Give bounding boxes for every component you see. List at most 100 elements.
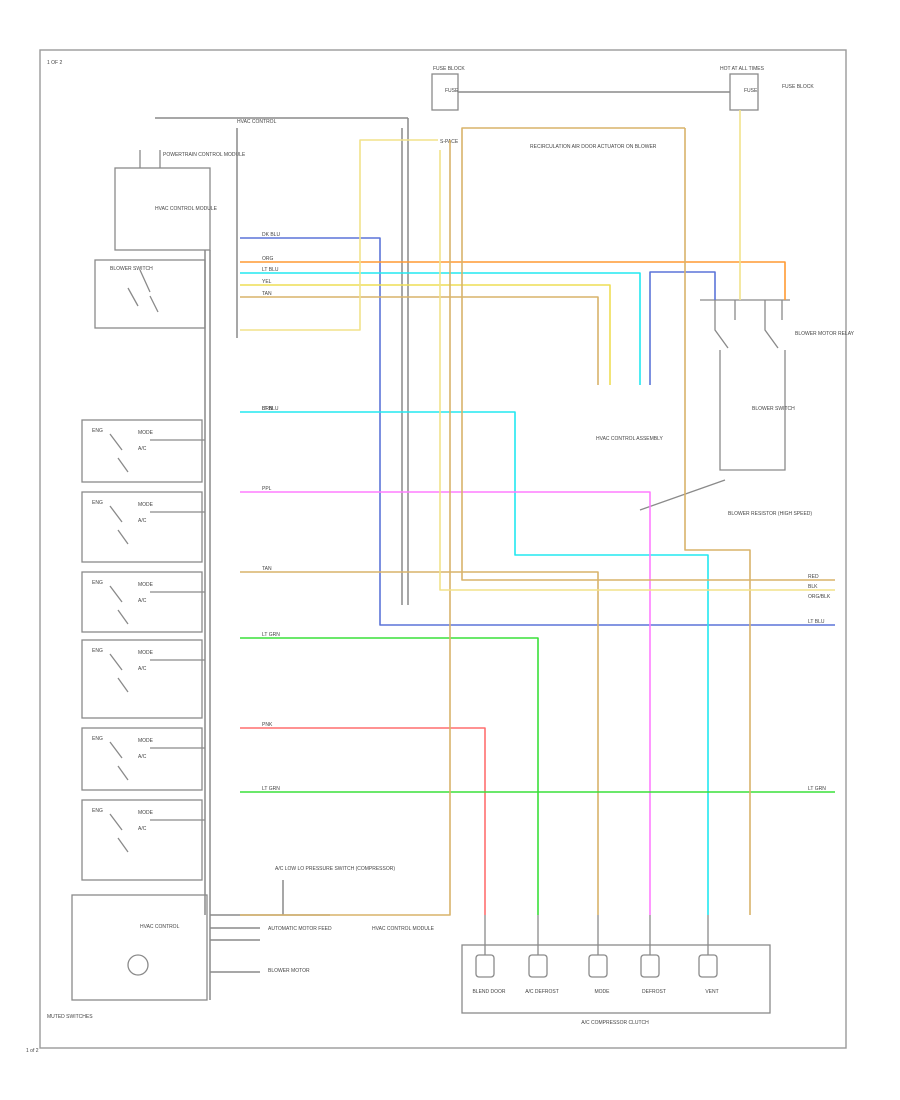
wire-yel [240,284,611,385]
svg-text:HVAC CONTROL: HVAC CONTROL [140,924,180,930]
wire-lt-grn-1 [240,637,539,915]
exit-label: RED [808,574,819,580]
wire-ltyellow-2 [439,150,835,591]
svg-text:POWERTRAIN CONTROL MODULE: POWERTRAIN CONTROL MODULE [163,152,246,158]
svg-text:FUSE BLOCK: FUSE BLOCK [782,84,814,90]
fuse-block-left: FUSE BLOCK FUSE [431,66,465,111]
bottom-note-2: HVAC CONTROL MODULE [372,926,435,932]
header-label: 1 OF 2 [47,60,63,66]
blower-relay: BLOWER MOTOR RELAY BLOWER SWITCH BLOWER … [700,299,855,517]
svg-text:ENG: ENG [92,808,103,814]
wire-tag: LT GRN [262,632,280,638]
svg-text:MODE: MODE [138,430,154,436]
actuator-2: A/C DEFROST [525,915,559,995]
blower-switch-box: BLOWER SWITCH [94,259,206,329]
diagram-frame [39,49,847,1049]
footer-label: MUTED SWITCHES [47,1014,93,1020]
svg-text:A/C COMPRESSOR CLUTCH: A/C COMPRESSOR CLUTCH [581,1020,649,1026]
bottom-note-3: BLOWER MOTOR [268,968,310,974]
wire-tan-2 [240,571,599,915]
svg-text:MODE: MODE [595,989,611,995]
wire-tag: BRN [262,406,273,412]
svg-text:FUSE BLOCK: FUSE BLOCK [433,66,465,72]
wire-tan-4 [461,127,835,581]
bottom-note-1: AUTOMATIC MOTOR FEED [268,926,332,932]
svg-text:BLOWER SWITCH: BLOWER SWITCH [752,406,795,412]
wire-tag: LT GRN [262,786,280,792]
wire-tag: YEL [262,279,272,285]
actuator-label-top: RECIRCULATION AIR DOOR ACTUATOR ON BLOWE… [530,144,657,150]
wire-tan-3 [240,140,451,916]
svg-text:ENG: ENG [92,648,103,654]
hvac-control-bottom: HVAC CONTROL [71,894,208,1001]
exit-label: LT GRN [808,786,826,792]
left-switch-4: ENG MODE A/C [81,639,205,719]
left-switch-5: ENG MODE A/C [81,727,205,791]
left-vertical-bus [204,250,211,1000]
svg-text:BLOWER SWITCH: BLOWER SWITCH [110,266,153,272]
wire-lt-blu-1 [240,272,641,385]
svg-text:DEFROST: DEFROST [642,989,666,995]
svg-text:MODE: MODE [138,738,154,744]
wire-tag: PNK [262,722,273,728]
lr-control-label: A/C LOW LO PRESSURE SWITCH (COMPRESSOR) [275,866,395,872]
wire-org [240,261,786,300]
wire-dk-blu [240,237,835,626]
left-switch-1: ENG MODE A/C [81,419,205,483]
wire-tag: LT BLU [262,406,279,412]
svg-text:ENG: ENG [92,736,103,742]
exit-label: LT BLU [808,619,825,625]
actuator-3: MODE [588,915,611,995]
wire-tag: TAN [262,566,272,572]
fuse-block-right: HOT AT ALL TIMES FUSE FUSE BLOCK [720,66,814,111]
svg-text:A/C: A/C [138,666,147,672]
wire-lt-blu-2 [240,411,709,915]
svg-text:ENG: ENG [92,500,103,506]
svg-text:BLOWER RESISTOR (HIGH SPEED): BLOWER RESISTOR (HIGH SPEED) [728,511,812,517]
svg-text:BLEND DOOR: BLEND DOOR [472,989,505,995]
svg-text:FUSE: FUSE [445,88,459,94]
wire-pnk [240,727,486,915]
wire-tag: PPL [262,486,272,492]
powertrain-control-module: POWERTRAIN CONTROL MODULE HVAC CONTROL M… [114,150,246,251]
svg-text:BLOWER MOTOR RELAY: BLOWER MOTOR RELAY [795,331,855,337]
exit-label: BLK [808,584,818,590]
wire-tag: ORG [262,256,274,262]
actuator-4: DEFROST [640,915,666,995]
svg-text:HOT AT ALL TIMES: HOT AT ALL TIMES [720,66,765,72]
wire-tan-1 [240,296,599,385]
svg-text:ENG: ENG [92,428,103,434]
svg-text:A/C: A/C [138,754,147,760]
svg-text:A/C DEFROST: A/C DEFROST [525,989,559,995]
svg-text:A/C: A/C [138,518,147,524]
wire-tag: LT BLU [262,267,279,273]
svg-text:MODE: MODE [138,650,154,656]
svg-text:A/C: A/C [138,598,147,604]
svg-text:A/C: A/C [138,826,147,832]
wire-ppl [240,491,651,915]
control-vertical-bus [236,118,409,605]
svg-text:A/C: A/C [138,446,147,452]
center-leader-line [639,479,726,511]
svg-text:HVAC CONTROL MODULE: HVAC CONTROL MODULE [155,206,218,212]
center-note: HVAC CONTROL ASSEMBLY [596,436,664,442]
svg-text:MODE: MODE [138,582,154,588]
svg-text:VENT: VENT [705,989,718,995]
wire-tag: TAN [262,291,272,297]
actuator-1: BLEND DOOR [472,915,506,995]
wire-blue-relay [649,271,716,385]
svg-text:FUSE: FUSE [744,88,758,94]
svg-text:ENG: ENG [92,580,103,586]
actuator-group: A/C COMPRESSOR CLUTCH [461,944,771,1026]
footer-corner-label: 1 of 2 [26,1048,39,1054]
wire-tag: DK BLU [262,232,280,238]
left-switch-6: ENG MODE A/C [81,799,205,881]
wire-ltyellow [240,139,438,331]
wire-tan-5 [684,128,751,915]
svg-text:MODE: MODE [138,810,154,816]
exit-label: ORG/BLK [808,594,831,600]
left-switch-3: ENG MODE A/C [81,571,205,633]
top-control-label: HVAC CONTROL [237,119,277,125]
